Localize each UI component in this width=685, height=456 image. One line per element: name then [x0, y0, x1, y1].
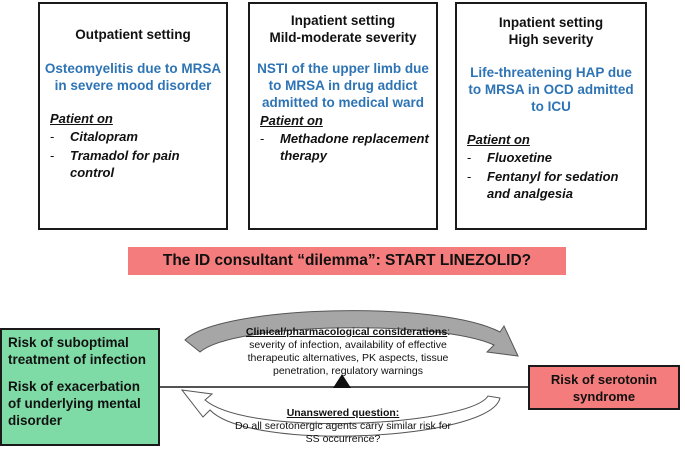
medication-item: -Methadone replacement therapy	[260, 131, 429, 163]
case-description: NSTI of the upper limb due to MRSA in dr…	[257, 61, 429, 110]
case-description: Osteomyelitis due to MRSA in severe mood…	[44, 61, 222, 93]
patient-on-label: Patient on	[260, 113, 323, 128]
patient-on-label: Patient on	[50, 111, 113, 126]
left-risk-box: Risk of suboptimal treatment of infectio…	[0, 328, 160, 446]
outpatient-box: Outpatient setting Osteomyelitis due to …	[38, 2, 228, 230]
medication-item: -Fentanyl for sedation and analgesia	[467, 169, 619, 201]
medication-list: -Methadone replacement therapy	[250, 130, 436, 164]
inpatient-mild-box: Inpatient setting Mild-moderate severity…	[248, 2, 438, 230]
top-note: Clinical/pharmacological considerations:…	[228, 326, 468, 378]
top-note-heading: Clinical/pharmacological considerations	[245, 326, 448, 338]
case-description: Life-threatening HAP due to MRSA in OCD …	[468, 65, 634, 114]
bottom-note-text: Do all serotonergic agents carry similar…	[235, 420, 451, 445]
medication-item: -Fluoxetine	[467, 150, 553, 165]
box-title: Inpatient setting	[498, 15, 604, 30]
medication-list: -Citalopram -Tramadol for pain control	[40, 128, 226, 181]
dilemma-banner: The ID consultant “dilemma”: START LINEZ…	[128, 247, 566, 275]
risk-mental-disorder: Risk of exacerbation of underlying menta…	[8, 379, 141, 428]
curved-arrow-right	[184, 310, 519, 357]
patient-on-label: Patient on	[467, 132, 530, 147]
medication-item: -Tramadol for pain control	[50, 148, 180, 180]
right-risk-box: Risk of serotonin syndrome	[528, 365, 680, 410]
inpatient-high-box: Inpatient setting High severity Life-thr…	[455, 2, 647, 230]
medication-list: -Fluoxetine -Fentanyl for sedation and a…	[457, 149, 645, 202]
top-note-text: severity of infection, availability of e…	[247, 339, 449, 377]
bottom-note-heading: Unanswered question:	[286, 407, 400, 419]
box-title: Inpatient setting	[290, 13, 396, 28]
box-subtitle: High severity	[508, 32, 594, 47]
curved-arrow-left	[180, 389, 501, 437]
bottom-note: Unanswered question: Do all serotonergic…	[228, 407, 458, 446]
fulcrum-icon	[333, 374, 351, 388]
medication-item: -Citalopram	[50, 129, 138, 144]
box-title: Outpatient setting	[75, 27, 191, 42]
box-subtitle: Mild-moderate severity	[269, 30, 417, 45]
risk-infection: Risk of suboptimal treatment of infectio…	[8, 335, 147, 367]
